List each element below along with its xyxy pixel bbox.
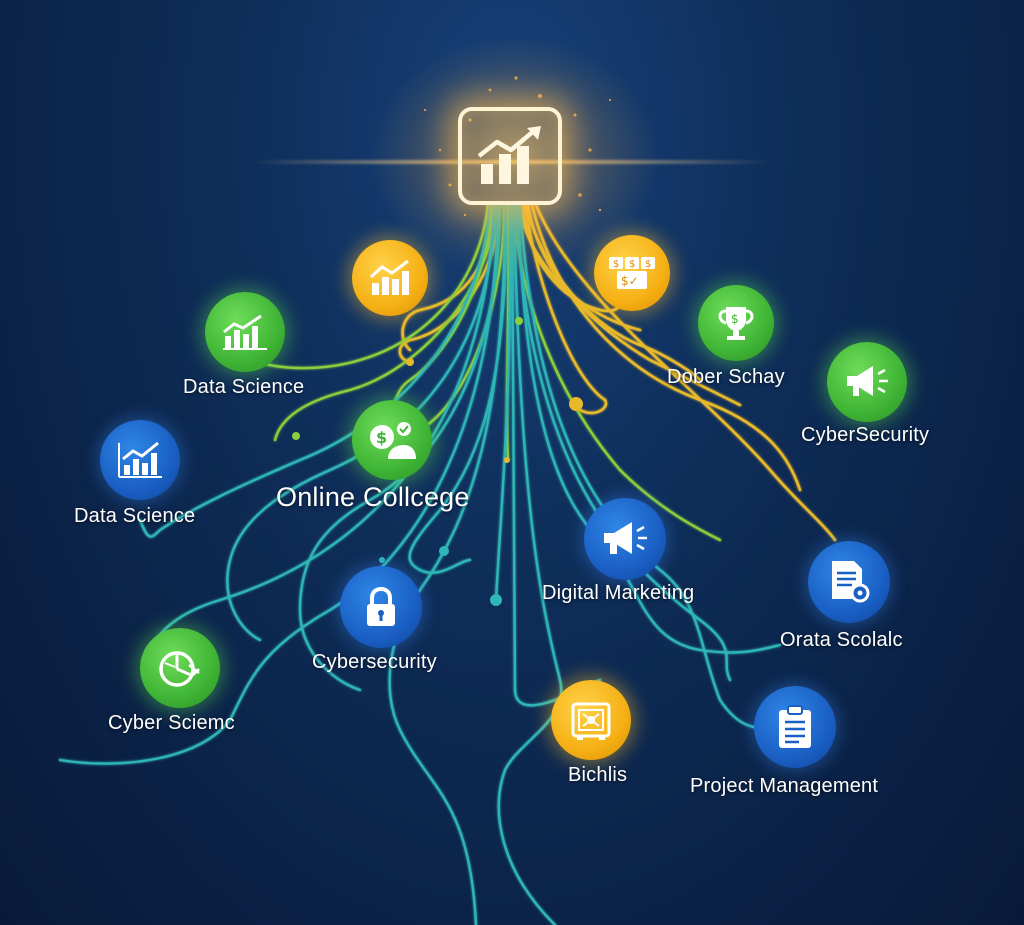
- node-online-college[interactable]: $: [352, 400, 432, 480]
- svg-text:$: $: [629, 259, 635, 270]
- node-bichlis[interactable]: [551, 680, 631, 760]
- trophy-icon: $: [718, 307, 754, 340]
- svg-text:$✓: $✓: [621, 274, 639, 288]
- node-growth-chart[interactable]: [352, 240, 428, 316]
- bar-chart-icon: [223, 314, 267, 350]
- growth-chart-icon: [369, 259, 409, 295]
- node-cybersecurity-blue[interactable]: [340, 566, 422, 648]
- megaphone-icon: [604, 522, 647, 554]
- megaphone-icon: [847, 366, 888, 396]
- node-data-science-blue[interactable]: [100, 420, 180, 500]
- svg-text:$: $: [613, 259, 619, 270]
- node-cyber-science[interactable]: [140, 628, 220, 708]
- svg-text:$: $: [376, 428, 387, 447]
- label-data-science-1: Data Science: [183, 376, 305, 398]
- node-digital-marketing[interactable]: [584, 498, 666, 580]
- label-trophy: Dober Schay: [667, 366, 785, 388]
- pie-chart-icon: [159, 651, 200, 687]
- node-trophy[interactable]: $: [698, 285, 774, 361]
- svg-text:$: $: [645, 259, 651, 270]
- label-digital-marketing: Digital Marketing: [542, 582, 695, 604]
- label-data-science-2: Data Science: [74, 505, 196, 527]
- node-orata[interactable]: [808, 541, 890, 623]
- safe-icon: [571, 702, 611, 740]
- lock-icon: [367, 586, 395, 626]
- label-online-college: Online Collcege: [276, 482, 470, 512]
- label-cybersecurity-blue: Cybersecurity: [312, 651, 437, 673]
- money-chat-icon: $: [370, 422, 416, 459]
- node-cybersecurity-green[interactable]: [827, 342, 907, 422]
- bar-chart-icon: [118, 441, 162, 478]
- node-project-management[interactable]: [754, 686, 836, 768]
- money-cards-icon: $ $ $ $✓: [609, 257, 655, 289]
- document-gear-icon: [832, 561, 870, 603]
- node-money-cards[interactable]: $ $ $ $✓: [594, 235, 670, 311]
- growth-chart-icon: [477, 126, 541, 184]
- junction-dots: [292, 317, 583, 606]
- svg-text:$: $: [731, 312, 739, 326]
- hub-node[interactable]: [458, 107, 562, 205]
- label-cybersecurity-green: CyberSecurity: [801, 424, 930, 446]
- label-orata: Orata Scolalc: [780, 629, 903, 651]
- label-cyber-science: Cyber Sciemc: [108, 712, 235, 734]
- clipboard-icon: [779, 705, 811, 748]
- label-project-management: Project Management: [690, 775, 879, 797]
- node-data-science-green[interactable]: [205, 292, 285, 372]
- label-bichlis: Bichlis: [568, 764, 628, 786]
